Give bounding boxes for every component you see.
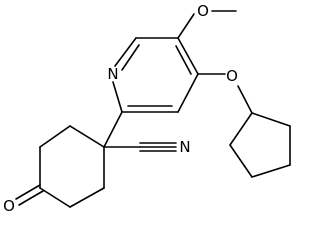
bond-c4-c5 xyxy=(39,187,71,208)
bond-py-n-c6 xyxy=(114,37,137,67)
bond-c1-c2 xyxy=(69,125,105,148)
molecule-structure-diagram: N O O O N xyxy=(3,2,291,215)
bond-py-c4-c3 xyxy=(177,73,199,113)
bond-c2-c3 xyxy=(39,125,71,148)
bond-oether-cp xyxy=(237,85,253,114)
nitrile-nitrogen-label: N xyxy=(179,138,190,156)
bond-py-inner-n-c6 xyxy=(121,44,140,71)
nitrile-group xyxy=(103,142,177,152)
bond-py-inner-c5-c4 xyxy=(175,45,192,75)
bond-c4-o-a xyxy=(15,184,41,200)
methoxy-oxygen-label: O xyxy=(197,2,209,20)
bond-c4-o-b xyxy=(18,190,44,206)
cyclopentane-ring xyxy=(229,112,291,178)
bond-c5-omethoxy xyxy=(177,13,195,39)
pyridine-ring xyxy=(112,37,199,113)
bond-cp-3-4 xyxy=(251,164,291,178)
ketone-oxygen-label: O xyxy=(3,197,15,215)
bond-c5-c6 xyxy=(69,187,105,208)
ether-oxygen-label: O xyxy=(226,67,238,85)
ring-nitrogen-label: N xyxy=(107,65,118,83)
bond-py-c5-c4 xyxy=(177,37,199,75)
cyclohexanone-ring xyxy=(39,125,105,208)
bond-cp-1-2 xyxy=(251,112,291,127)
ketone-double-bond xyxy=(15,184,44,206)
molecule-svg: N O O O N xyxy=(3,2,291,215)
atom-labels: N O O O N xyxy=(3,2,238,215)
bond-cp-5-1 xyxy=(229,112,253,146)
cyclopentyloxy-group xyxy=(197,73,253,114)
bond-cp-4-5 xyxy=(229,144,253,178)
bond-py-c2-n xyxy=(112,81,123,113)
methoxy-group xyxy=(177,10,237,39)
bond-c1-pyridine xyxy=(103,111,123,148)
